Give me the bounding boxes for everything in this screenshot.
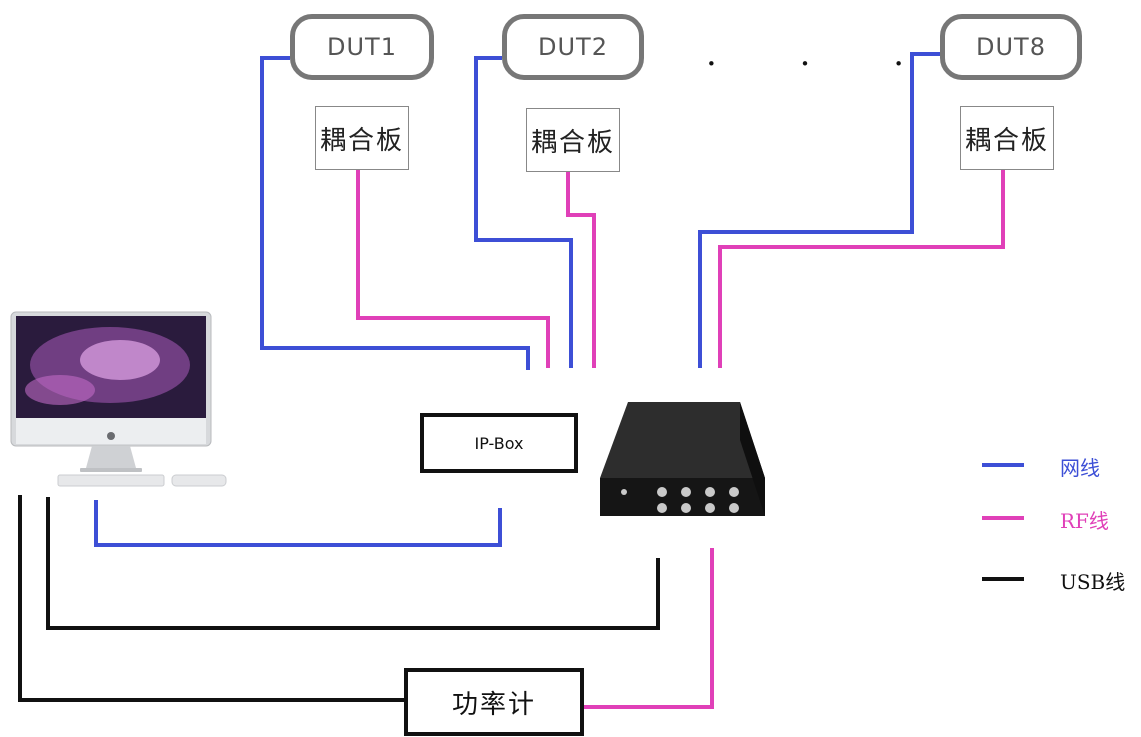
rf-cable-powermeter [584,548,714,709]
coupler-board-8-label: 耦合板 [964,125,1049,156]
coupler-board-2: 耦合板 [526,108,620,172]
keyboard-icon [57,474,165,487]
rf-cable-dut1 [356,170,550,368]
dut8-box: DUT8 [940,14,1082,80]
coupler-board-1: 耦合板 [315,106,409,170]
rf-cable-dut8 [718,170,1005,368]
dut8-label: DUT8 [976,33,1046,61]
dut2-box: DUT2 [502,14,644,80]
computer-monitor-icon [10,311,212,472]
ip-box: IP-Box [420,413,578,473]
rf-cable-dut2 [566,172,596,368]
coupler-board-1-label: 耦合板 [319,125,404,156]
rf-shield-box-icon [600,402,765,516]
power-meter-box: 功率计 [404,668,584,736]
power-meter-label: 功率计 [451,689,536,720]
usb-cable-switchbox [46,497,660,630]
legend-label-rf: RF线 [1060,509,1109,533]
legend-label-usb: USB线 [1060,570,1126,594]
mouse-icon [171,474,227,487]
network-cable-dut2 [474,56,573,368]
dut1-label: DUT1 [327,33,397,61]
network-cable-dut1 [260,56,530,370]
legend-label-network: 网线 [1060,456,1100,480]
usb-cable-powermeter [18,495,404,702]
coupler-board-2-label: 耦合板 [530,127,615,158]
dut1-box: DUT1 [290,14,434,80]
network-cable-pc-ipbox [94,500,502,547]
dut2-label: DUT2 [538,33,608,61]
ellipsis: · · · [706,44,941,84]
network-cable-dut8 [698,52,940,368]
coupler-board-8: 耦合板 [960,106,1054,170]
ip-box-label: IP-Box [474,433,524,453]
